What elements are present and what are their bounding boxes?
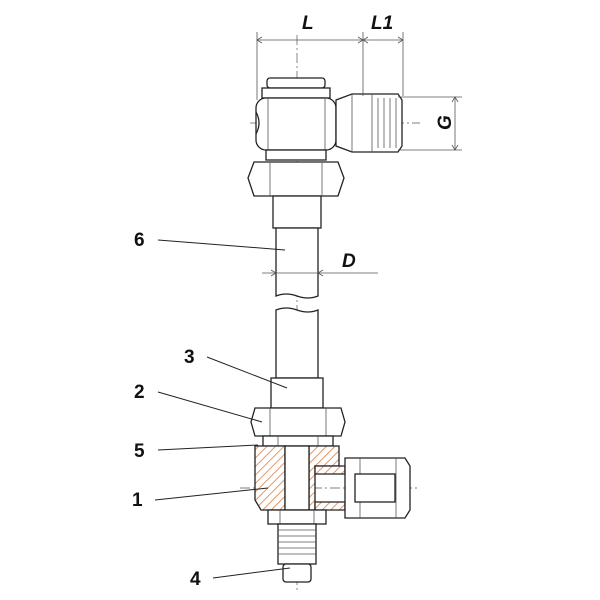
callout-5: 5 — [134, 441, 145, 462]
callout-1: 1 — [132, 490, 143, 511]
callout-4: 4 — [190, 569, 201, 590]
dimension-l-label: L — [302, 13, 314, 34]
dimension-l1-label: L1 — [371, 13, 393, 34]
dimension-lines — [256, 32, 462, 277]
leader-lines — [154, 239, 291, 579]
bottom-fitting — [250, 377, 411, 583]
callout-6: 6 — [134, 230, 145, 251]
top-fitting — [247, 77, 403, 229]
callout-3: 3 — [184, 347, 195, 368]
dimension-g-label: G — [435, 115, 456, 130]
callout-2: 2 — [134, 382, 145, 403]
dimension-d-label: D — [342, 251, 356, 272]
tube — [275, 227, 319, 379]
